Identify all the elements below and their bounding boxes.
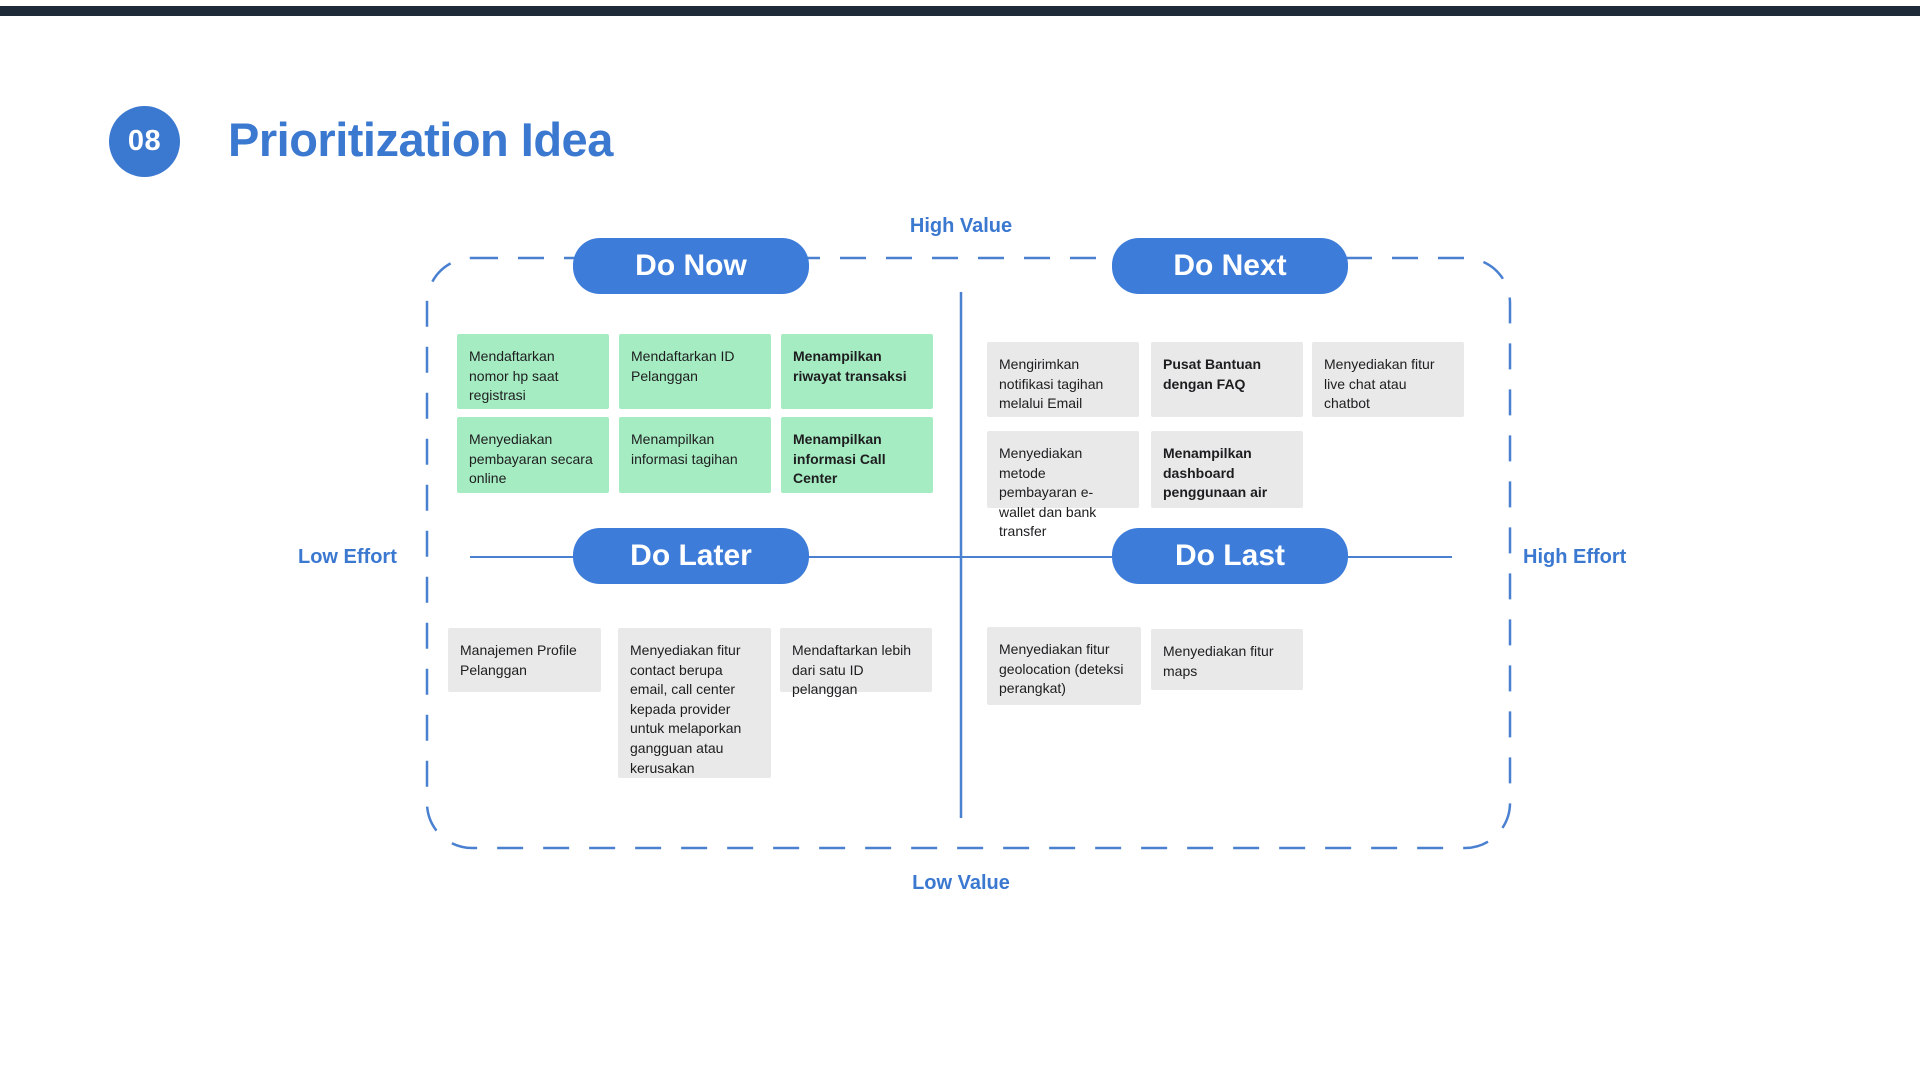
sticky-note: Mendaftarkan ID Pelanggan — [619, 334, 771, 409]
axis-label-low-value: Low Value — [912, 872, 1010, 894]
sticky-note: Mendaftarkan lebih dari satu ID pelangga… — [780, 628, 932, 697]
sticky-note: Menyediakan fitur live chat atau chatbot — [1312, 342, 1464, 417]
quadrant-header-do-later: Do Later — [573, 528, 809, 584]
sticky-note: Menyediakan metode pembayaran e-wallet d… — [987, 431, 1139, 539]
page-title: Prioritization Idea — [228, 113, 613, 166]
quadrant-header-do-last: Do Last — [1112, 528, 1348, 584]
sticky-note: Menyediakan fitur geolocation (deteksi p… — [987, 627, 1141, 705]
sticky-note: Menyediakan pembayaran secara online — [457, 417, 609, 493]
sticky-note: Mengirimkan notifikasi tagihan melalui E… — [987, 342, 1139, 417]
axis-label-high-value: High Value — [909, 215, 1013, 237]
axis-label-high-effort: High Effort — [1523, 546, 1627, 568]
sticky-note: Pusat Bantuan dengan FAQ — [1151, 342, 1303, 417]
top-accent-bar — [0, 6, 1920, 16]
sticky-note: Menyediakan fitur contact berupa email, … — [618, 628, 771, 778]
sticky-note: Menampilkan riwayat transaksi — [781, 334, 933, 409]
sticky-note: Menampilkan dashboard penggunaan air — [1151, 431, 1303, 508]
sticky-note: Manajemen Profile Pelanggan — [448, 628, 601, 692]
axis-label-low-effort: Low Effort — [298, 546, 397, 568]
dashed-border — [425, 256, 1512, 850]
sticky-note: Menampilkan informasi tagihan — [619, 417, 771, 493]
sticky-note: Menampilkan informasi Call Center — [781, 417, 933, 493]
sticky-note: Mendaftarkan nomor hp saat registrasi — [457, 334, 609, 409]
quadrant-header-do-now: Do Now — [573, 238, 809, 294]
quadrant-header-do-next: Do Next — [1112, 238, 1348, 294]
slide-number-badge: 08 — [109, 106, 180, 177]
sticky-note: Menyediakan fitur maps — [1151, 629, 1303, 690]
